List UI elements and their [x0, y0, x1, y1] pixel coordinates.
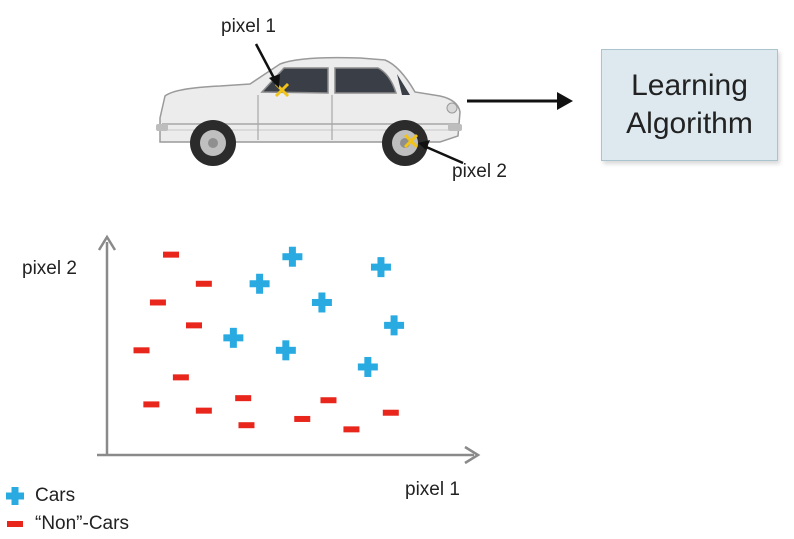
x-axis-label: pixel 1: [405, 479, 460, 500]
non-car-point-2: [149, 299, 166, 306]
minus-icon: [4, 513, 26, 535]
non-car-point-3: [186, 322, 202, 329]
non-car-point-8: [235, 395, 252, 402]
legend-label-non-cars: “Non”-Cars: [35, 513, 129, 534]
non-car-point-9: [294, 415, 311, 422]
learning-algorithm-line2: Algorithm: [626, 107, 753, 140]
car-point-7: [357, 356, 378, 377]
y-axis-label: pixel 2: [22, 258, 77, 279]
rear-wheel: [190, 120, 236, 166]
non-car-point-4: [133, 347, 150, 354]
non-car-point-7: [195, 407, 212, 414]
pixel2-callout-label: pixel 2: [452, 161, 507, 182]
car-point-6: [275, 340, 296, 361]
non-car-point-6: [143, 401, 160, 408]
pixel2-marker-x-icon: [403, 133, 419, 149]
non-car-point-5: [172, 374, 189, 381]
non-car-point-13: [343, 426, 360, 433]
legend-item-cars: Cars: [4, 482, 129, 510]
learning-algorithm-box: Learning Algorithm: [601, 49, 778, 161]
legend: Cars “Non”-Cars: [4, 482, 129, 538]
learning-algorithm-line1: Learning: [631, 69, 748, 102]
non-car-point-11: [382, 409, 399, 416]
learning-algorithm-label: Learning Algorithm: [626, 67, 753, 143]
non-car-point-12: [238, 422, 255, 429]
x-axis: [97, 445, 481, 465]
car-point-5: [223, 327, 244, 348]
plus-icon: [4, 485, 26, 507]
non-car-point-1: [195, 280, 212, 287]
pixel1-pointer-arrow: [254, 43, 280, 88]
pixel2-pointer-arrow: [418, 140, 464, 165]
car-point-2: [249, 273, 270, 294]
pixel1-callout-label: pixel 1: [221, 16, 276, 37]
car-point-1: [370, 257, 391, 278]
non-car-point-10: [320, 397, 337, 404]
legend-label-cars: Cars: [35, 485, 76, 506]
non-car-point-0: [163, 251, 180, 258]
to-algorithm-arrow: [467, 92, 573, 110]
y-axis: [97, 234, 117, 455]
car-point-4: [384, 315, 405, 336]
chart-points: [133, 246, 405, 433]
car-point-0: [282, 246, 303, 267]
legend-item-non-cars: “Non”-Cars: [4, 510, 129, 538]
car-point-3: [311, 292, 332, 313]
